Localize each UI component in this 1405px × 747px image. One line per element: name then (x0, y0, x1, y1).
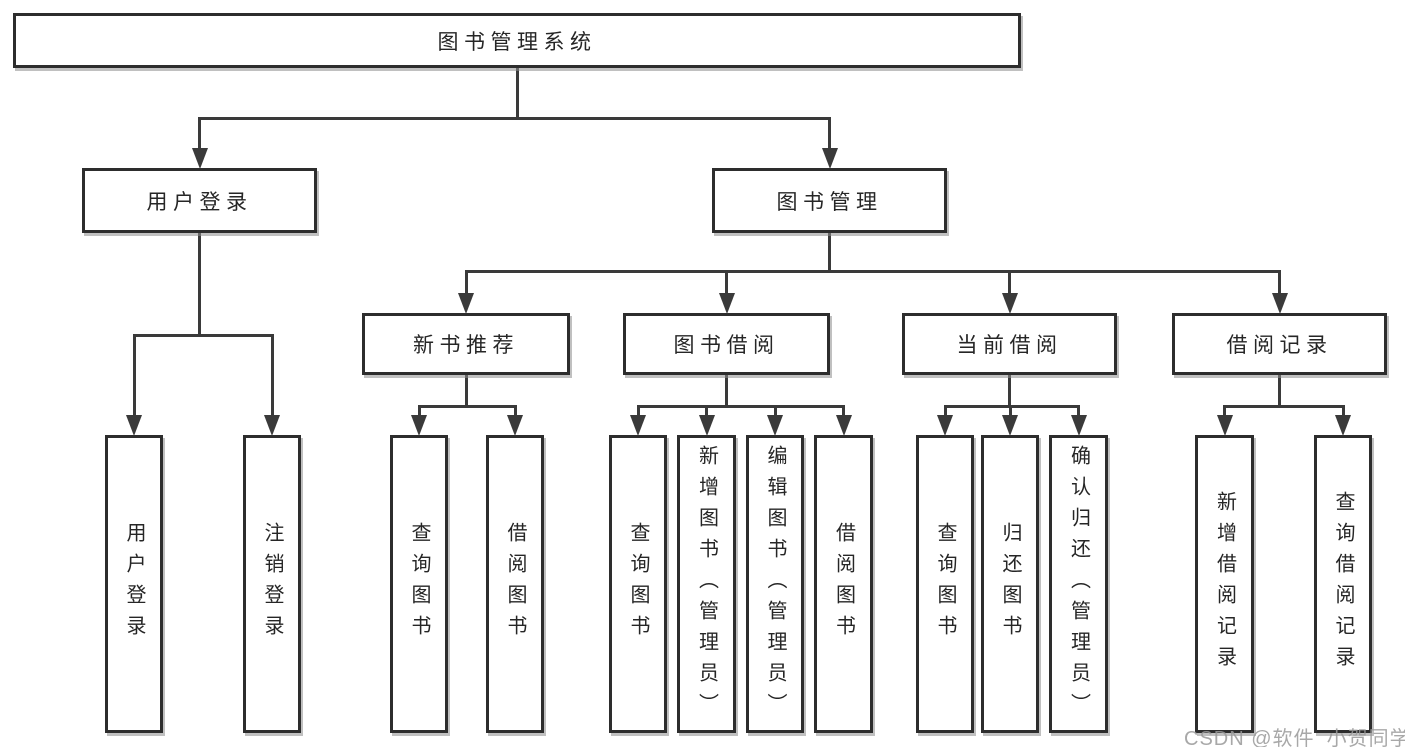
arrow-down-icon (1335, 415, 1351, 436)
connector-line (842, 404, 845, 416)
arrow-down-icon (821, 148, 838, 169)
connector-line (198, 233, 201, 337)
node-label: 编辑图书（管理员） (764, 444, 786, 724)
node-label: 图书借阅 (673, 334, 780, 357)
node-leaf-user-login: 用户登录 (105, 435, 163, 733)
node-label: 当前借阅 (956, 334, 1063, 357)
arrow-down-icon (126, 415, 142, 436)
connector-line (636, 404, 845, 408)
node-label: 用户登录 (123, 522, 145, 646)
connector-line (198, 116, 831, 120)
node-leaf-query-book-2: 查询图书 (609, 435, 667, 733)
connector-line (1278, 269, 1281, 294)
arrow-down-icon (718, 293, 735, 314)
node-new-book-rec: 新书推荐 (362, 313, 570, 375)
connector-line (513, 404, 517, 416)
arrow-down-icon (411, 415, 427, 436)
arrow-down-icon (191, 148, 208, 169)
connector-line (464, 269, 468, 294)
connector-line (1341, 404, 1345, 416)
arrow-down-icon (937, 415, 953, 436)
node-leaf-borrow-book-2: 借阅图书 (814, 435, 873, 733)
connector-line (417, 404, 517, 408)
node-label: 查询图书 (627, 522, 649, 646)
node-book-mgmt: 图书管理 (712, 168, 947, 233)
node-label: 借阅图书 (504, 522, 526, 646)
arrow-down-icon (458, 293, 474, 314)
connector-line (1008, 375, 1011, 408)
connector-line (828, 233, 831, 273)
connector-line (132, 333, 274, 337)
arrow-down-icon (767, 415, 783, 436)
node-label: 新增图书（管理员） (695, 444, 718, 724)
node-leaf-add-book: 新增图书（管理员） (677, 435, 736, 733)
node-leaf-logout: 注销登录 (243, 435, 301, 733)
arrow-down-icon (835, 415, 852, 436)
connector-line (1008, 269, 1011, 294)
node-label: 图书管理系统 (437, 30, 597, 54)
connector-line (773, 404, 777, 416)
node-label: 图书管理 (776, 190, 883, 214)
connector-line (828, 116, 831, 149)
connector-line (198, 116, 201, 149)
connector-line (636, 404, 640, 416)
arrow-down-icon (264, 415, 280, 436)
node-label: 确认归还（管理员） (1067, 444, 1090, 724)
arrow-down-icon (507, 415, 523, 436)
node-leaf-query-record: 查询借阅记录 (1314, 435, 1372, 733)
connector-line (515, 68, 519, 120)
arrow-down-icon (698, 415, 715, 436)
node-label: 查询图书 (408, 522, 430, 646)
connector-line (270, 333, 274, 416)
node-leaf-query-book-3: 查询图书 (916, 435, 974, 733)
connector-line (705, 404, 708, 416)
node-borrow-record: 借阅记录 (1172, 313, 1387, 375)
node-label: 借阅图书 (832, 522, 855, 646)
arrow-down-icon (1216, 415, 1233, 436)
node-label: 用户登录 (146, 190, 253, 214)
connector-line (1223, 404, 1345, 408)
arrow-down-icon (1271, 293, 1288, 314)
connector-line (464, 375, 468, 408)
arrow-down-icon (630, 415, 646, 436)
node-label: 归还图书 (999, 522, 1021, 646)
arrow-down-icon (1001, 293, 1018, 314)
connector-line (132, 333, 136, 416)
node-label: 借阅记录 (1226, 334, 1333, 357)
node-label: 查询借阅记录 (1332, 491, 1354, 677)
connector-line (943, 404, 1080, 408)
connector-line (1223, 404, 1226, 416)
connector-line (725, 375, 728, 408)
connector-line (417, 404, 421, 416)
node-label: 新书推荐 (413, 334, 519, 357)
connector-line (1278, 375, 1281, 408)
node-leaf-return-book: 归还图书 (981, 435, 1039, 733)
connector-line (464, 269, 1281, 273)
node-user-login-menu: 用户登录 (82, 168, 317, 233)
node-label: 新增借阅记录 (1213, 491, 1236, 677)
node-label: 注销登录 (261, 522, 283, 646)
node-leaf-confirm-return: 确认归还（管理员） (1049, 435, 1108, 733)
node-label: 查询图书 (934, 522, 956, 646)
connector-line (1008, 404, 1012, 416)
node-leaf-query-book-1: 查询图书 (390, 435, 448, 733)
watermark: CSDN @软件_小贺同学 (1184, 728, 1405, 747)
node-leaf-borrow-book-1: 借阅图书 (486, 435, 544, 733)
connector-line (725, 269, 728, 294)
node-system: 图书管理系统 (13, 13, 1021, 68)
node-leaf-edit-book: 编辑图书（管理员） (746, 435, 804, 733)
connector-line (1077, 404, 1080, 416)
arrow-down-icon (1002, 415, 1018, 436)
connector-line (943, 404, 947, 416)
arrow-down-icon (1070, 415, 1087, 436)
node-book-borrow: 图书借阅 (623, 313, 830, 375)
node-current-borrow: 当前借阅 (902, 313, 1117, 375)
node-leaf-add-record: 新增借阅记录 (1195, 435, 1254, 733)
